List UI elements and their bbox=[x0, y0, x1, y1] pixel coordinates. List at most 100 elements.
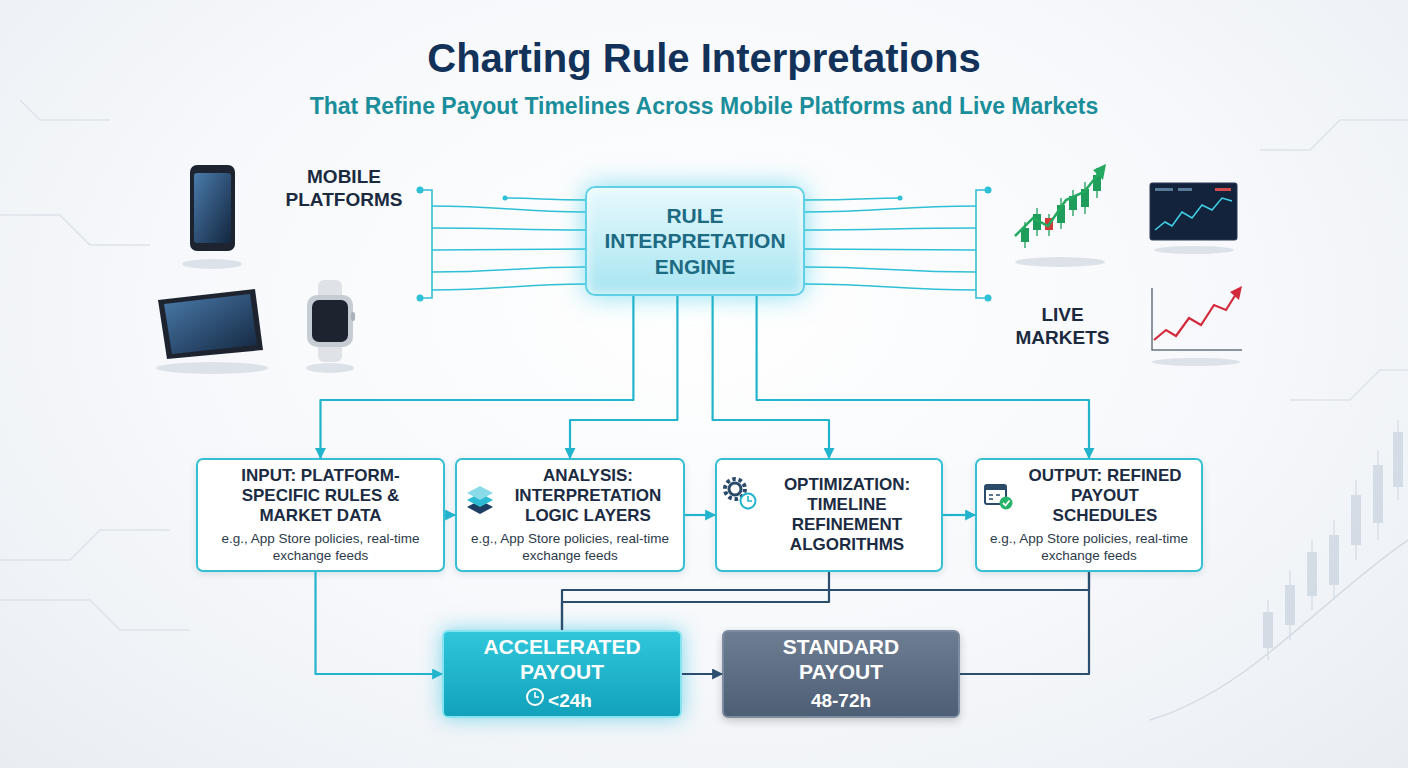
candle-body bbox=[1263, 612, 1273, 648]
wire bbox=[432, 249, 585, 250]
wire-dot bbox=[985, 295, 992, 302]
node-heading: ACCELERATED PAYOUT bbox=[443, 635, 680, 684]
group-label: MOBILE PLATFORMS bbox=[270, 166, 418, 212]
candle-body bbox=[1351, 495, 1361, 545]
phone-icon bbox=[190, 165, 235, 251]
phone-screen bbox=[194, 173, 231, 243]
wire-bracket bbox=[976, 190, 988, 298]
monitor-chart-line bbox=[1155, 198, 1232, 230]
tablet-screen bbox=[164, 294, 257, 354]
watch-icon bbox=[307, 295, 353, 347]
node-detail: e.g., App Store policies, real-time exch… bbox=[977, 531, 1201, 565]
wire bbox=[505, 198, 585, 200]
wire-dot bbox=[985, 187, 992, 194]
connector-arrow bbox=[570, 296, 677, 458]
wire bbox=[432, 228, 585, 230]
layers-icon bbox=[467, 493, 493, 507]
candle-body bbox=[1329, 535, 1339, 585]
connector-arrow bbox=[316, 572, 442, 674]
connector-arrow bbox=[685, 514, 715, 516]
layers-icon bbox=[467, 500, 493, 514]
connector-arrow bbox=[321, 296, 634, 458]
wire bbox=[805, 228, 976, 230]
node-detail: e.g., App Store policies, real-time exch… bbox=[198, 531, 443, 565]
process-box: OPTIMIZATION: TIMELINE REFINEMENT ALGORI… bbox=[715, 458, 943, 572]
candle-body bbox=[1373, 465, 1383, 523]
clock-icon bbox=[527, 689, 543, 705]
monitor-header bbox=[1178, 188, 1192, 191]
connector-arrow bbox=[445, 514, 455, 516]
monitor-shadow bbox=[1154, 246, 1234, 254]
process-box: INPUT: PLATFORM-SPECIFIC RULES & MARKET … bbox=[196, 458, 445, 572]
wire-dot bbox=[503, 196, 508, 201]
monitor-header bbox=[1215, 188, 1231, 191]
watch-screen bbox=[312, 300, 348, 342]
node-heading: STANDARD PAYOUT bbox=[724, 635, 958, 684]
clock-hands bbox=[748, 496, 752, 501]
wire-dot bbox=[898, 196, 903, 201]
calendar-grid bbox=[989, 495, 1000, 499]
check-mark bbox=[1003, 501, 1010, 506]
node-detail: 48-72h bbox=[801, 689, 881, 713]
tablet-icon bbox=[158, 289, 263, 359]
clock-icon bbox=[741, 494, 756, 509]
chart-shadow bbox=[1152, 358, 1240, 366]
engine-box: RULE INTERPRETATION ENGINE bbox=[585, 186, 805, 296]
market-wires bbox=[805, 190, 988, 298]
circuit-trace bbox=[0, 100, 190, 630]
chart-shadow bbox=[1015, 257, 1105, 267]
wire bbox=[805, 198, 900, 200]
wire bbox=[805, 284, 976, 290]
wire bbox=[432, 267, 585, 272]
node-detail: <24h bbox=[522, 689, 602, 713]
watch-crown bbox=[351, 312, 355, 321]
layers-icon bbox=[467, 486, 493, 500]
clock-hands bbox=[535, 692, 539, 697]
input-wires bbox=[420, 190, 585, 298]
candle-body bbox=[1307, 552, 1317, 596]
trend-line bbox=[1015, 172, 1100, 236]
node-heading: RULE INTERPRETATION ENGINE bbox=[597, 203, 793, 280]
device-shadow bbox=[306, 363, 354, 373]
connector-arrow bbox=[960, 572, 1089, 674]
chart-line bbox=[1154, 294, 1236, 340]
gear-icon bbox=[725, 479, 745, 499]
circuit-trace bbox=[1260, 120, 1408, 400]
payout-box: ACCELERATED PAYOUT <24h bbox=[442, 630, 682, 718]
node-heading: OPTIMIZATION: TIMELINE REFINEMENT ALGORI… bbox=[717, 475, 941, 555]
gear-icon bbox=[729, 483, 741, 495]
node-detail: e.g., App Store policies, real-time exch… bbox=[457, 531, 683, 565]
wire bbox=[805, 206, 976, 212]
connector-arrow bbox=[943, 514, 975, 516]
calendar-header bbox=[985, 485, 1006, 490]
wire-dot bbox=[417, 187, 424, 194]
connector-arrow bbox=[757, 296, 1089, 458]
chart-arrow bbox=[1230, 286, 1242, 300]
candle-body bbox=[1393, 432, 1403, 487]
device-shadow bbox=[156, 362, 268, 374]
wire bbox=[805, 249, 976, 250]
node-heading: ANALYSIS: INTERPRETATION LOGIC LAYERS bbox=[457, 466, 683, 526]
process-box: OUTPUT: REFINED PAYOUT SCHEDULES e.g., Ap… bbox=[975, 458, 1203, 572]
monitor-header bbox=[1155, 188, 1173, 191]
connector-arrow bbox=[562, 572, 1089, 630]
wire bbox=[805, 267, 976, 272]
trend-arrow bbox=[1093, 164, 1106, 180]
connector-arrow bbox=[562, 572, 829, 630]
chart-axes bbox=[1152, 288, 1242, 350]
faint-candlesticks bbox=[1263, 420, 1403, 660]
edge-group bbox=[316, 296, 1089, 674]
payout-box: STANDARD PAYOUT 48-72h bbox=[722, 630, 960, 718]
candle-wick bbox=[1268, 420, 1398, 660]
group-label: LIVE MARKETS bbox=[1000, 304, 1125, 350]
monitor-icon bbox=[1150, 183, 1237, 240]
connector-arrow bbox=[713, 296, 829, 458]
process-box: ANALYSIS: INTERPRETATION LOGIC LAYERS e.g… bbox=[455, 458, 685, 572]
check-badge bbox=[1000, 497, 1013, 510]
node-heading: OUTPUT: REFINED PAYOUT SCHEDULES bbox=[977, 466, 1201, 526]
connector-arrow bbox=[682, 673, 722, 675]
wire bbox=[432, 284, 585, 290]
